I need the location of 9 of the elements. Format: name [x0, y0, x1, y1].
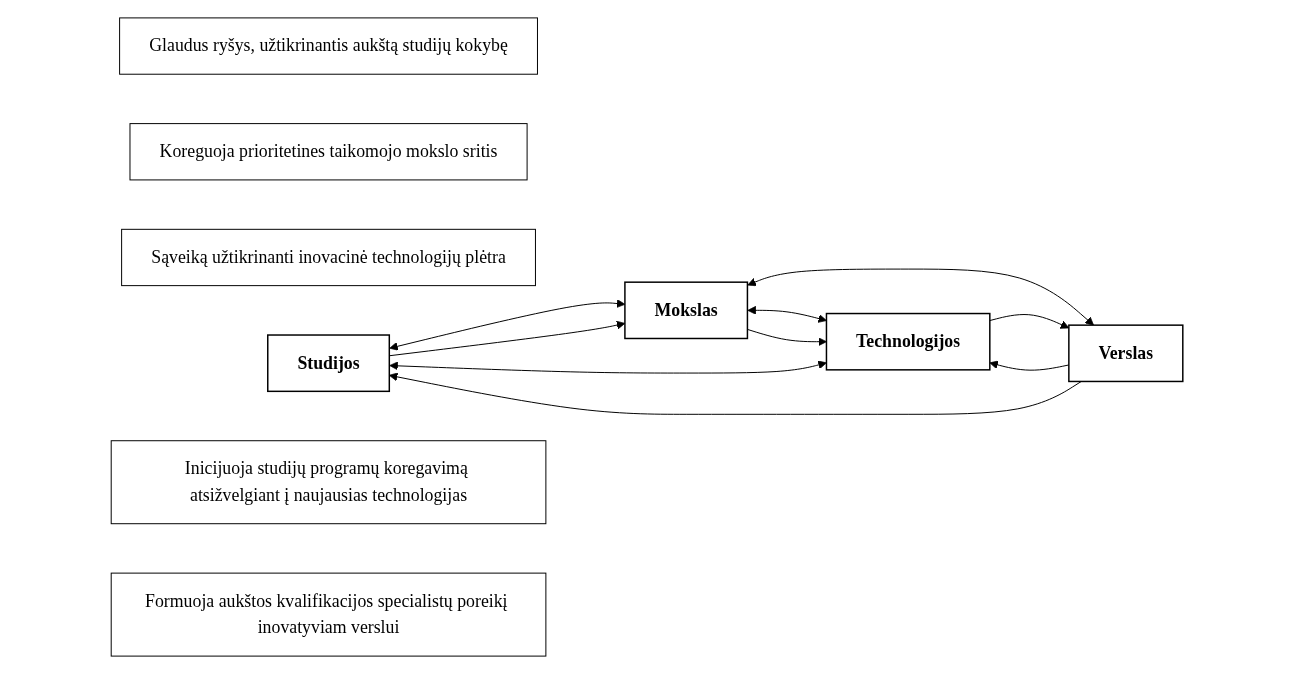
node-box: Glaudus ryšys, užtikrinantis aukštą studijų kokybę	[119, 17, 538, 75]
node-box: Koreguoja prioritetines taikomojo mokslo sritis	[129, 123, 528, 181]
node-box: Inicijuoja studijų programų koregavimą atsižvelgiant į naujausias technologijas	[110, 440, 547, 525]
node-box: Verslas	[1068, 324, 1184, 383]
node-box: Sąveiką užtikrinanti inovacinė technologijų plėtra	[121, 228, 536, 287]
node-box: Formuoja aukštos kvalifikacijos specialistų poreikį inovatyviam verslui	[110, 572, 547, 657]
node-box: Mokslas	[624, 281, 749, 340]
node-box: Studijos	[267, 334, 391, 393]
node-box: Technologijos	[825, 312, 991, 371]
